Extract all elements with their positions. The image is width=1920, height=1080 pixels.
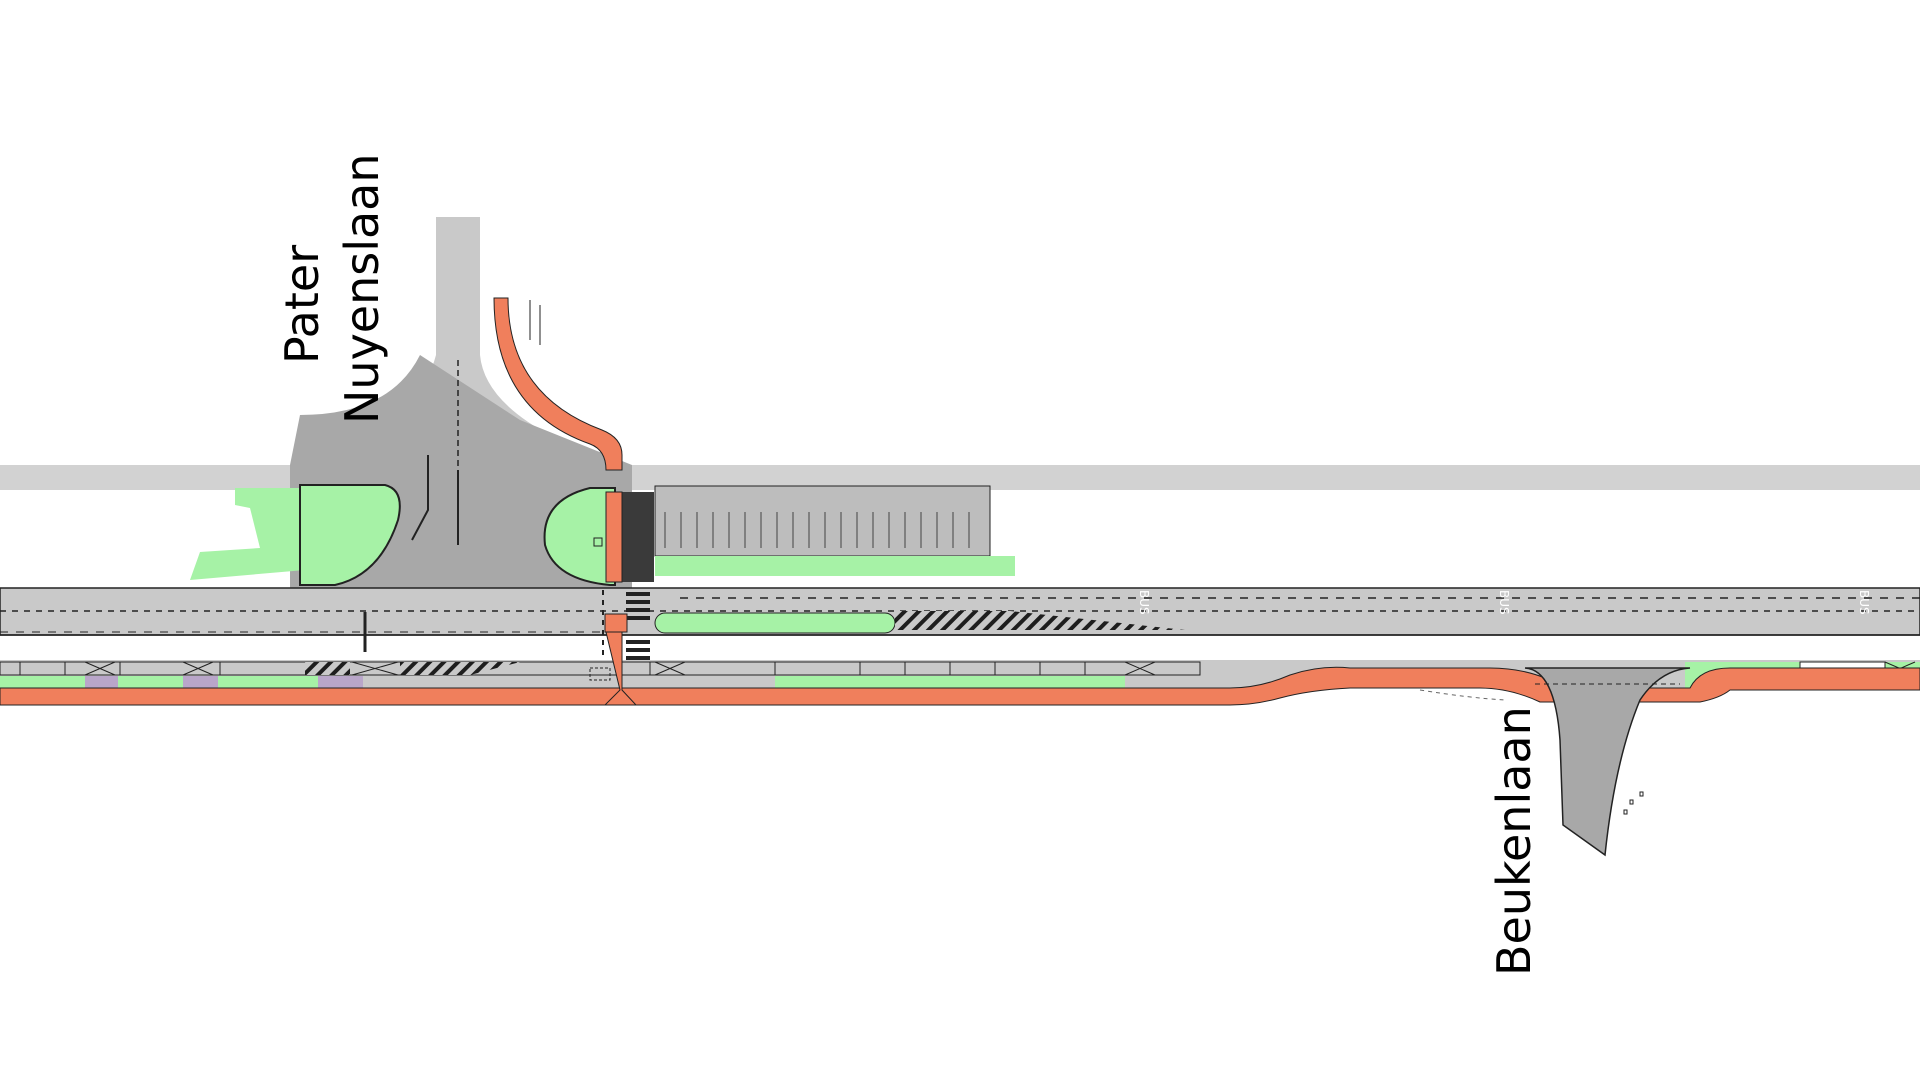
beukenlaan-bollards xyxy=(1623,791,1644,815)
beukenlaan-kerb-dash xyxy=(1419,689,1506,701)
street-label-pater-line2: Nuyenslaan xyxy=(335,153,389,424)
south-verge-purple-patches xyxy=(85,676,363,688)
median-hatching xyxy=(895,611,1185,630)
turn-arrow-left xyxy=(411,455,429,541)
cycle-path-crossing-south xyxy=(603,631,638,706)
cycle-path-north xyxy=(493,297,623,471)
green-verge-west xyxy=(190,488,320,580)
green-island-east xyxy=(543,487,616,586)
street-label-pater-line1: Pater xyxy=(275,245,329,364)
parking-bays xyxy=(664,512,970,548)
cycle-path-crossing xyxy=(605,491,623,583)
beukenlaan-road xyxy=(1524,667,1691,857)
green-verge-parking xyxy=(655,556,1015,576)
cycle-crossing-dark xyxy=(622,492,654,582)
south-hatching-1 xyxy=(305,662,350,675)
median-crossing-island xyxy=(604,613,628,633)
green-bike-shelter xyxy=(593,537,603,547)
cycle-path-south xyxy=(0,666,1920,706)
crossing-marks-south xyxy=(589,667,611,681)
street-label-beukenlaan: Beukenlaan xyxy=(1487,706,1541,976)
bus-marking-3: BUS xyxy=(1857,590,1871,615)
bus-marking-2: BUS xyxy=(1497,590,1511,615)
parking-lot xyxy=(654,485,991,557)
south-hatching-2 xyxy=(400,662,520,675)
green-island-west xyxy=(299,484,401,586)
bus-marking-1: BUS xyxy=(1137,590,1151,615)
median-green-strip xyxy=(654,612,896,634)
